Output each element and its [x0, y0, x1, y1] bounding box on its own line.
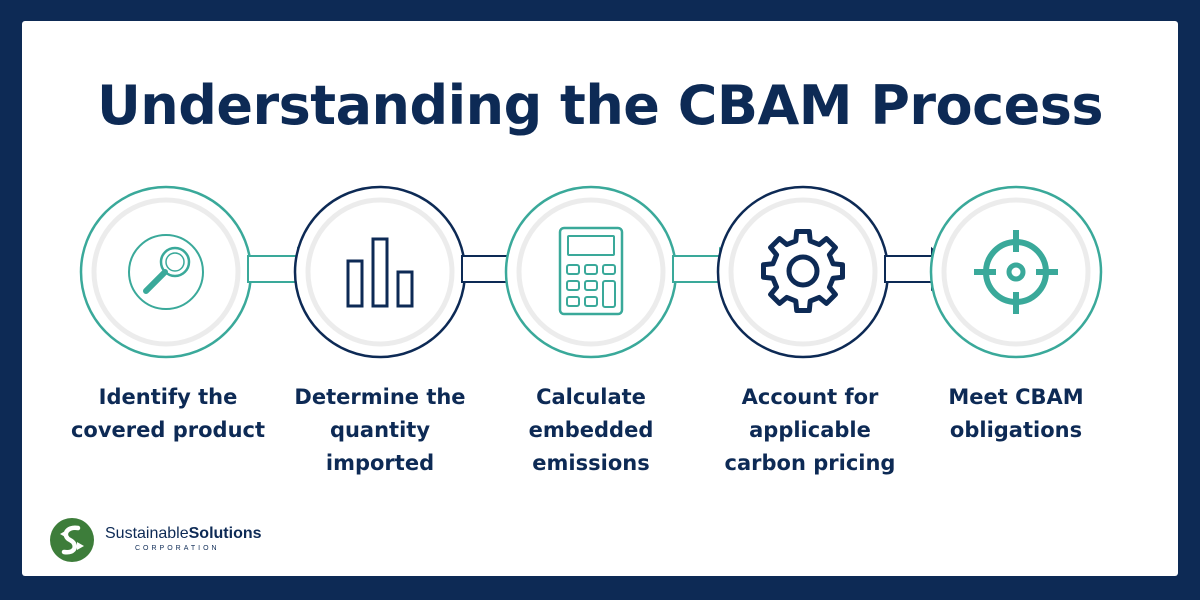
page-title: Understanding the CBAM Process — [96, 74, 1104, 137]
step-2-label: Determine the quantity imported — [294, 385, 466, 475]
company-logo: SustainableSolutions CORPORATION — [48, 516, 288, 562]
calculator-icon — [558, 226, 624, 316]
step-2-circle — [293, 185, 467, 359]
target-icon — [974, 230, 1058, 314]
logo-mark-icon — [50, 518, 94, 562]
step-5-label: Meet CBAM obligations — [948, 385, 1084, 442]
step-3-label: Calculate embedded emissions — [528, 385, 654, 475]
step-3-circle — [504, 185, 678, 359]
step-1-label: Identify the covered product — [70, 385, 266, 442]
logo-wordmark: SustainableSolutions — [105, 525, 262, 543]
logo-name-regular: Sustainable — [105, 525, 189, 542]
gear-icon — [761, 229, 845, 313]
bar-chart-icon — [346, 237, 414, 308]
step-4-label: Account for applicable carbon pricing — [724, 385, 896, 475]
logo-name-bold: Solutions — [188, 525, 262, 542]
logo-subtitle: CORPORATION — [135, 545, 220, 552]
magnifier-icon — [128, 234, 204, 310]
step-4-circle — [716, 185, 890, 359]
step-5-circle — [929, 185, 1103, 359]
